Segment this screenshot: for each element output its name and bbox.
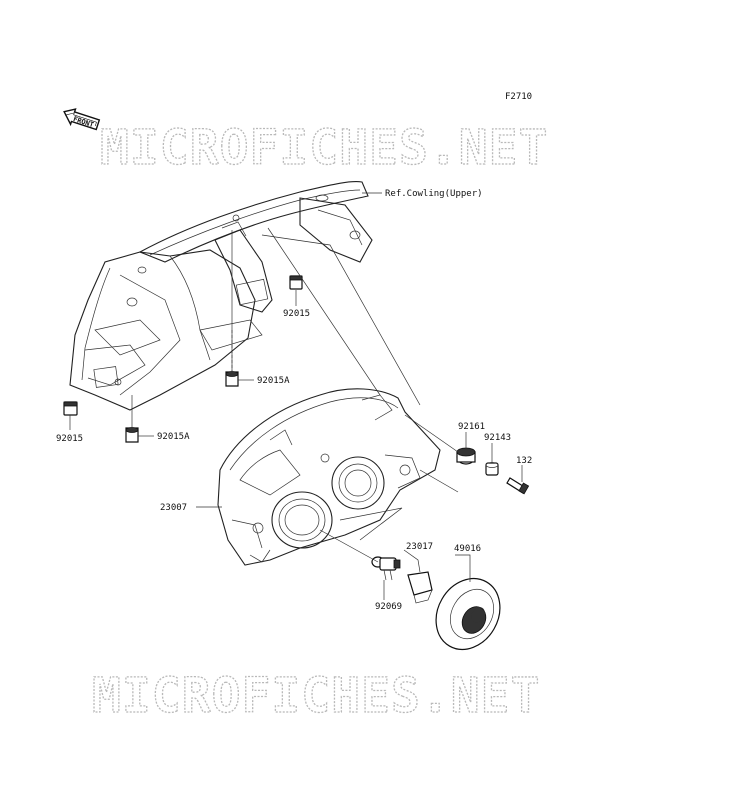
figure-code: F2710 xyxy=(505,92,532,102)
grommet-92015A-upper xyxy=(225,371,239,387)
label-132: 132 xyxy=(516,456,532,466)
grommet-92015-left xyxy=(63,401,78,416)
label-92143: 92143 xyxy=(484,433,511,443)
watermark-top: MICROFICHES.NET xyxy=(100,120,548,176)
label-49016: 49016 xyxy=(454,544,481,554)
label-92015A-upper: 92015A xyxy=(257,376,290,386)
front-arrow-icon: FRONT xyxy=(63,108,101,131)
dust-cover-49016 xyxy=(435,578,501,650)
label-23007: 23007 xyxy=(160,503,187,513)
label-92015A-lower: 92015A xyxy=(157,432,190,442)
grommet-92015-right xyxy=(289,275,303,290)
watermark-bottom: MICROFICHES.NET xyxy=(92,668,540,724)
label-92015-left: 92015 xyxy=(56,434,83,444)
rubber-cap-92161 xyxy=(456,447,476,465)
socket-23017 xyxy=(407,571,433,604)
bolt-132 xyxy=(506,477,530,495)
cowling-stay-bracket xyxy=(69,181,373,411)
grommet-92015A-lower xyxy=(125,427,139,443)
headlight-assembly xyxy=(217,388,441,566)
label-92161: 92161 xyxy=(458,422,485,432)
collar-92143 xyxy=(485,462,499,476)
bulb-92069 xyxy=(371,556,401,581)
label-23017: 23017 xyxy=(406,542,433,552)
label-92015-right: 92015 xyxy=(283,309,310,319)
ref-cowling-label: Ref.Cowling(Upper) xyxy=(385,189,483,199)
label-92069: 92069 xyxy=(375,602,402,612)
leader-lines xyxy=(69,192,523,600)
